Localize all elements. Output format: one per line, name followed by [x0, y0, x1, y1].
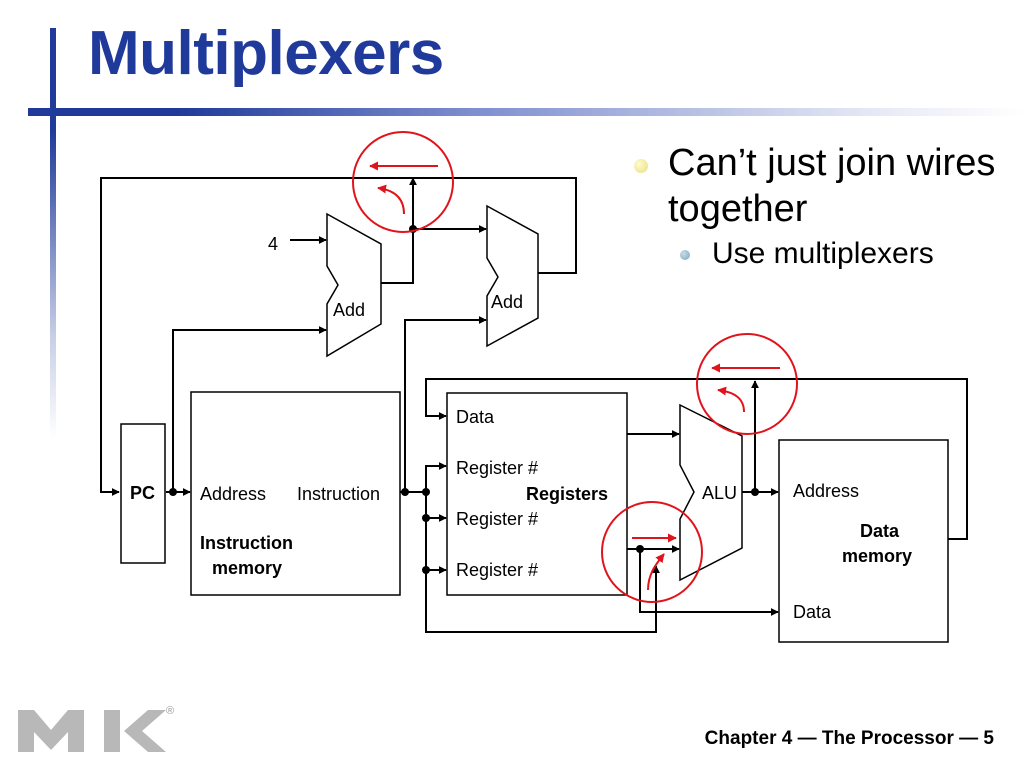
- wire-pc-plus-four: [381, 177, 417, 284]
- junction-dot: [751, 488, 759, 496]
- junction-dot: [636, 545, 644, 553]
- slide-footer: Chapter 4 — The Processor — 5: [704, 728, 994, 749]
- adder-one: [326, 212, 382, 358]
- wire-reg-read-1: [425, 462, 447, 492]
- logo-letter-k-arms: [124, 710, 166, 752]
- dmem-title-line2: memory: [842, 546, 912, 566]
- registers-title: Registers: [526, 484, 608, 504]
- junction-dot: [401, 488, 409, 496]
- bullet-item-main: Can’t just join wires together: [630, 140, 1010, 232]
- wire-pc-to-add: [172, 326, 327, 492]
- dmem-data-label: Data: [793, 602, 832, 622]
- pc-register: [120, 423, 166, 564]
- red-arrow-curve: [717, 386, 745, 413]
- registered-mark: ®: [166, 705, 174, 717]
- imem-title-line2: memory: [212, 558, 282, 578]
- bullet-main-text: Can’t just join wires together: [668, 142, 996, 230]
- bullet-dot-icon: [634, 159, 648, 173]
- wire-store-data: [639, 549, 779, 616]
- pc-label: PC: [130, 483, 155, 503]
- logo-letter-m: [18, 710, 84, 752]
- reg-port-label-2: Register #: [456, 509, 538, 529]
- register-file-block: [446, 392, 628, 596]
- logo-letter-k-stem: [104, 710, 120, 752]
- adder-two-label: Add: [491, 292, 523, 312]
- junction-dot: [422, 566, 430, 574]
- alu-block: [679, 403, 743, 582]
- reg-port-label-1: Register #: [456, 458, 538, 478]
- imem-title-line1: Instruction: [200, 533, 293, 553]
- red-arrow-curve: [377, 184, 405, 215]
- reg-data-label: Data: [456, 407, 495, 427]
- adder-one-label: Add: [333, 300, 365, 320]
- highlight-circle-alu-source: [601, 501, 703, 603]
- accent-horizontal-bar: [28, 108, 1024, 116]
- wire-instruction-bus: [405, 491, 427, 572]
- bullet-list: Can’t just join wires together Use multi…: [630, 140, 1010, 272]
- constant-four-label: 4: [268, 234, 278, 254]
- accent-vertical-bar: [50, 28, 56, 438]
- junction-dot: [169, 488, 177, 496]
- reg-port-label-3: Register #: [456, 560, 538, 580]
- alu-label: ALU: [702, 483, 737, 503]
- imem-address-label: Address: [200, 484, 266, 504]
- wire-branch-to-pc: [100, 177, 577, 496]
- adder-two: [486, 204, 539, 348]
- highlight-circle-pc-source: [352, 131, 454, 233]
- highlight-circle-writeback: [696, 333, 798, 435]
- dmem-address-label: Address: [793, 481, 859, 501]
- mk-publisher-logo: ®: [18, 705, 174, 752]
- red-arrow-curve: [647, 553, 665, 591]
- bullet-sub-text: Use multiplexers: [712, 237, 934, 270]
- instruction-memory-block: [190, 391, 401, 596]
- bullet-item-sub: Use multiplexers: [630, 236, 1010, 272]
- junction-dot: [422, 514, 430, 522]
- junction-dot: [422, 488, 430, 496]
- dmem-title-line1: Data: [860, 521, 900, 541]
- sub-bullet-dot-icon: [680, 250, 690, 260]
- wire-immediate: [425, 565, 660, 633]
- slide-title: Multiplexers: [88, 19, 444, 88]
- data-memory-block: [778, 439, 949, 643]
- imem-instruction-label: Instruction: [297, 484, 380, 504]
